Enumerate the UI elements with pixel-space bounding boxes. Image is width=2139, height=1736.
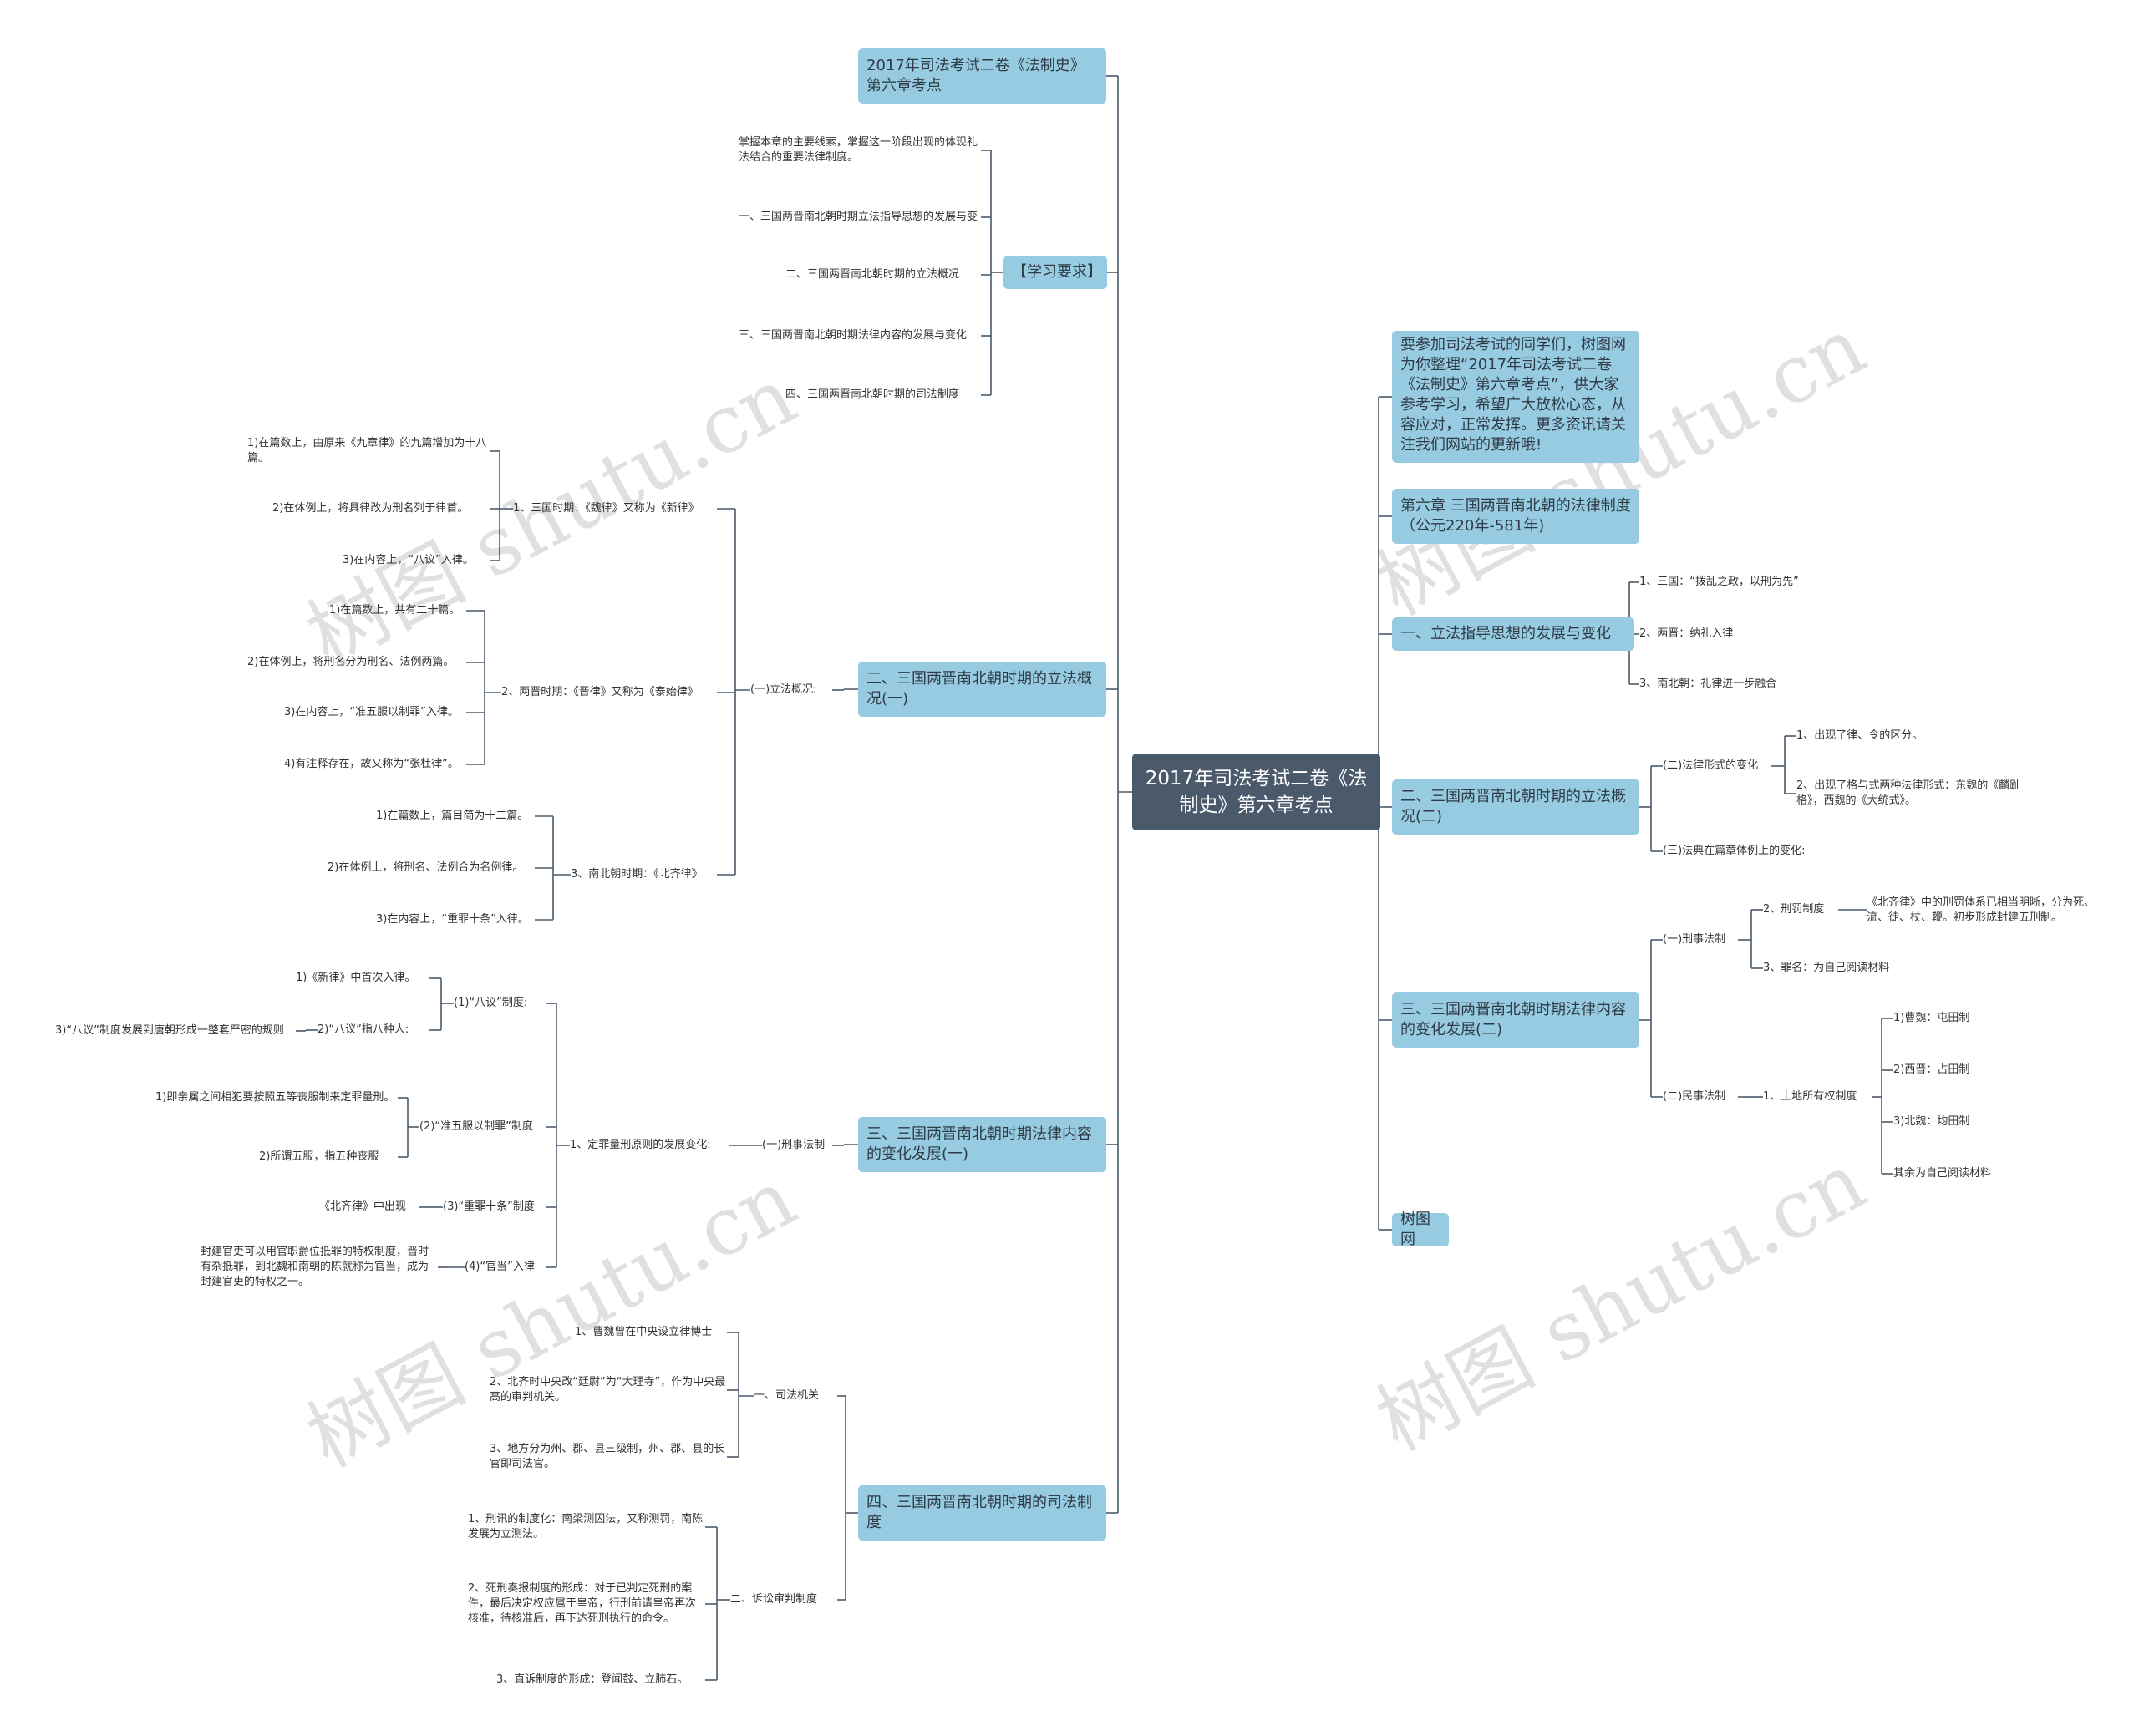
site-name[interactable]: 树图网 xyxy=(1392,1211,1449,1248)
eight-deliberations-detail: 2)“八议”指八种人: xyxy=(318,1023,409,1036)
litigation-detail: 2、死刑奏报制度的形成：对于已判定死刑的案件，最后决定权应属于皇帝，行刑前请皇帝… xyxy=(468,1582,697,1625)
criminal-law-2: (一)刑事法制 xyxy=(1663,933,1726,946)
litigation-detail: 1、刑讯的制度化：南梁测囚法，又称测罚，南陈发展为立测法。 xyxy=(468,1513,704,1541)
land-ownership-detail: 3)北魏：均田制 xyxy=(1893,1115,1970,1128)
legislation-overview: (一)立法概况: xyxy=(750,683,817,696)
legal-forms-detail: 2、出现了格与式两种法律形式：东魏的《麟趾格》，西魏的《大统式》。 xyxy=(1796,779,2021,807)
land-ownership-detail: 2)西晋：占田制 xyxy=(1893,1063,1970,1076)
topic-study-requirements[interactable]: 【学习要求】 xyxy=(1003,256,1107,289)
topic-law-content-2[interactable]: 三、三国两晋南北朝时期法律内容的变化发展(二) xyxy=(1392,992,1639,1048)
five-mourning-detail: 2)所谓五服，指五种丧服 xyxy=(259,1150,379,1163)
eight-deliberations-detail: 1)《新律》中首次入律。 xyxy=(296,972,416,984)
land-ownership-detail: 其余为自己阅读材料 xyxy=(1893,1167,1992,1180)
topic-title[interactable]: 2017年司法考试二卷《法制史》第六章考点 xyxy=(858,48,1106,104)
study-item: 掌握本章的主要线索，掌握这一阶段出现的体现礼法结合的重要法律制度。 xyxy=(739,136,978,164)
study-item: 二、三国两晋南北朝时期的立法概况 xyxy=(785,268,960,281)
topic-law-content-1[interactable]: 三、三国两晋南北朝时期法律内容的变化发展(一) xyxy=(858,1117,1106,1172)
official-redemption-detail: 封建官吏可以用官职爵位抵罪的特权制度，晋时有杂抵罪，到北魏和南朝的陈就称为官当，… xyxy=(201,1246,429,1288)
judicial-organs-detail: 2、北齐时中央改“廷尉”为“大理寺”，作为中央最高的审判机关。 xyxy=(490,1376,726,1404)
study-item: 四、三国两晋南北朝时期的司法制度 xyxy=(785,388,960,401)
litigation-system: 二、诉讼审判制度 xyxy=(730,1593,818,1606)
legislation-period: 2、两晋时期：《晋律》又称为《泰始律》 xyxy=(501,686,699,698)
legislation-detail: 1)在篇数上，共有二十篇。 xyxy=(329,604,460,617)
civil-law: (二)民事法制 xyxy=(1663,1090,1726,1103)
punishment-system: 2、刑罚制度 xyxy=(1763,903,1825,916)
crime-names: 3、罪名：为自己阅读材料 xyxy=(1763,962,1890,974)
legislation-detail: 1)在篇数上，由原来《九章律》的九篇增加为十八篇。 xyxy=(247,437,487,464)
thought-item: 3、南北朝：礼律进一步融合 xyxy=(1639,678,1777,690)
legislation-detail: 2)在体例上，将刑名、法例合为名例律。 xyxy=(328,861,524,874)
litigation-detail: 3、直诉制度的形成：登闻鼓、立肺石。 xyxy=(496,1673,688,1686)
judicial-organs-detail: 3、地方分为州、郡、县三级制，州、郡、县的长官即司法官。 xyxy=(490,1443,725,1470)
punishment-detail: 《北齐律》中的刑罚体系已相当明晰，分为死、流、徒、杖、鞭。初步形成封建五刑制。 xyxy=(1867,896,2096,924)
root-topic[interactable]: 2017年司法考试二卷《法制史》第六章考点 xyxy=(1132,754,1380,830)
eight-deliberations: (1)“八议”制度: xyxy=(454,997,528,1009)
five-mourning-detail: 1)即亲属之间相犯要按照五等丧服制来定罪量刑。 xyxy=(155,1091,395,1104)
legal-forms-detail: 1、出现了律、令的区分。 xyxy=(1796,729,1923,742)
topic-legislative-thought[interactable]: 一、立法指导思想的发展与变化 xyxy=(1392,617,1634,651)
code-structure-change: (三)法典在篇章体例上的变化: xyxy=(1663,845,1806,857)
judicial-organs-detail: 1、曹魏曾在中央设立律博士 xyxy=(575,1326,713,1338)
eight-deliberations-detail: 3)“八议”制度发展到唐朝形成一整套严密的规则 xyxy=(55,1024,284,1037)
thought-item: 2、两晋：纳礼入律 xyxy=(1639,627,1734,640)
legislation-period: 1、三国时期：《魏律》又称为《新律》 xyxy=(513,502,699,515)
legislation-detail: 2)在体例上，将具律改为刑名列于律首。 xyxy=(272,502,469,515)
study-item: 一、三国两晋南北朝时期立法指导思想的发展与变 xyxy=(739,211,978,223)
land-ownership-detail: 1)曹魏：屯田制 xyxy=(1893,1012,1970,1024)
topic-judicial-system[interactable]: 四、三国两晋南北朝时期的司法制度 xyxy=(858,1485,1106,1541)
sentencing-principles: 1、定罪量刑原则的发展变化: xyxy=(570,1139,711,1151)
legislation-detail: 3)在内容上，“准五服以制罪”入律。 xyxy=(284,706,459,718)
criminal-law: (一)刑事法制 xyxy=(762,1139,826,1151)
legislation-detail: 3)在内容上，“重罪十条”入律。 xyxy=(376,913,529,926)
intro-note[interactable]: 要参加司法考试的同学们，树图网为你整理“2017年司法考试二卷《法制史》第六章考… xyxy=(1392,331,1639,463)
legislation-detail: 2)在体例上，将刑名分为刑名、法例两篇。 xyxy=(247,656,455,668)
land-ownership: 1、土地所有权制度 xyxy=(1763,1090,1857,1103)
thought-item: 1、三国：“拨乱之政，以刑为先” xyxy=(1639,576,1799,588)
chapter-title[interactable]: 第六章 三国两晋南北朝的法律制度（公元220年-581年) xyxy=(1392,489,1639,544)
ten-felonies-detail: 《北齐律》中出现 xyxy=(319,1200,407,1213)
judicial-organs: 一、司法机关 xyxy=(754,1389,820,1402)
official-redemption: (4)“官当”入律 xyxy=(465,1261,535,1273)
five-mourning-system: (2)“准五服以制罪”制度 xyxy=(419,1120,533,1133)
legislation-period: 3、南北朝时期：《北齐律》 xyxy=(571,868,703,881)
study-item: 三、三国两晋南北朝时期法律内容的发展与变化 xyxy=(739,329,968,342)
ten-felonies-system: (3)“重罪十条”制度 xyxy=(443,1200,535,1213)
legal-forms-change: (二)法律形式的变化 xyxy=(1663,759,1759,772)
legislation-detail: 1)在篇数上，篇目简为十二篇。 xyxy=(376,810,529,822)
topic-legislation-1[interactable]: 二、三国两晋南北朝时期的立法概况(一) xyxy=(858,662,1106,717)
legislation-detail: 4)有注释存在，故又称为“张杜律”。 xyxy=(284,758,459,770)
legislation-detail: 3)在内容上，“八议”入律。 xyxy=(343,554,474,566)
topic-legislation-2[interactable]: 二、三国两晋南北朝时期的立法概况(二) xyxy=(1392,779,1639,835)
